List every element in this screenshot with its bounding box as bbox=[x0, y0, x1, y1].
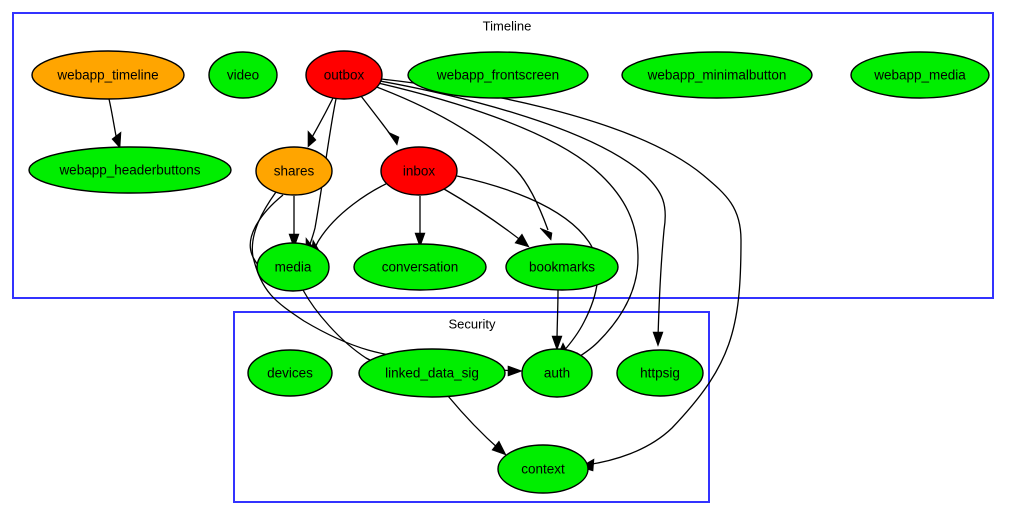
node-webapp_timeline[interactable]: webapp_timeline bbox=[31, 50, 185, 100]
node-shape-video[interactable] bbox=[208, 51, 278, 99]
node-shape-webapp_media[interactable] bbox=[850, 51, 990, 99]
edge-arrowhead bbox=[288, 233, 300, 249]
node-shape-conversation[interactable] bbox=[353, 243, 487, 291]
edge-arrowhead bbox=[307, 130, 317, 148]
edge-shares-to-media bbox=[288, 195, 300, 249]
node-inbox[interactable]: inbox bbox=[380, 146, 458, 196]
node-video[interactable]: video bbox=[208, 51, 278, 99]
edge-inbox-to-media bbox=[310, 180, 393, 256]
node-devices[interactable]: devices bbox=[247, 349, 333, 397]
edge-line bbox=[379, 80, 666, 339]
cluster-border-timeline bbox=[12, 12, 994, 299]
node-shape-webapp_frontscreen[interactable] bbox=[407, 51, 589, 99]
edge-outbox-to-shares bbox=[307, 97, 334, 148]
node-bookmarks[interactable]: bookmarks bbox=[505, 243, 619, 291]
node-shares[interactable]: shares bbox=[255, 146, 333, 196]
edge-line bbox=[380, 78, 742, 466]
edge-inbox-to-bookmarks bbox=[443, 188, 530, 248]
edge-outbox-to-auth bbox=[377, 82, 639, 368]
node-shape-shares[interactable] bbox=[255, 146, 333, 196]
node-outbox[interactable]: outbox bbox=[305, 50, 383, 100]
node-shape-inbox[interactable] bbox=[380, 146, 458, 196]
node-shape-linked_data_sig[interactable] bbox=[358, 348, 506, 398]
node-conversation[interactable]: conversation bbox=[353, 243, 487, 291]
node-webapp_frontscreen[interactable]: webapp_frontscreen bbox=[407, 51, 589, 99]
cluster-timeline: Timeline bbox=[12, 12, 994, 299]
node-shape-context[interactable] bbox=[497, 444, 589, 494]
edge-arrowhead bbox=[551, 335, 563, 351]
edge-webapp_timeline-to-webapp_headerbuttons bbox=[108, 98, 122, 149]
node-webapp_minimalbutton[interactable]: webapp_minimalbutton bbox=[621, 51, 813, 99]
nodes-layer: webapp_timeline video outbox webapp_frontsc… bbox=[28, 50, 990, 494]
node-media[interactable]: media bbox=[256, 242, 330, 292]
edge-arrowhead bbox=[491, 440, 507, 456]
edge-linked_data_sig-to-context bbox=[447, 395, 507, 456]
node-auth[interactable]: auth bbox=[521, 348, 593, 398]
edge-line bbox=[447, 395, 501, 451]
edge-bookmarks-to-auth bbox=[551, 289, 563, 351]
node-context[interactable]: context bbox=[497, 444, 589, 494]
edge-arrowhead bbox=[507, 365, 523, 377]
cluster-label-timeline: Timeline bbox=[483, 18, 532, 33]
edge-arrowhead bbox=[514, 233, 530, 248]
node-webapp_headerbuttons[interactable]: webapp_headerbuttons bbox=[28, 146, 232, 194]
edge-arrowhead bbox=[414, 232, 426, 248]
edge-line bbox=[310, 97, 334, 140]
node-shape-httpsig[interactable] bbox=[616, 349, 704, 397]
edge-line bbox=[443, 188, 524, 243]
cluster-label-security: Security bbox=[449, 316, 496, 331]
node-shape-outbox[interactable] bbox=[305, 50, 383, 100]
cluster-border-security bbox=[233, 311, 710, 503]
edge-line bbox=[108, 98, 118, 142]
edge-arrowhead bbox=[652, 331, 664, 347]
edge-line bbox=[360, 95, 394, 139]
edge-outbox-to-httpsig bbox=[379, 80, 666, 347]
node-shape-webapp_minimalbutton[interactable] bbox=[621, 51, 813, 99]
cluster-security: Security bbox=[233, 311, 710, 503]
node-shape-bookmarks[interactable] bbox=[505, 243, 619, 291]
node-webapp_media[interactable]: webapp_media bbox=[850, 51, 990, 99]
edge-line bbox=[313, 180, 393, 251]
node-shape-webapp_timeline[interactable] bbox=[31, 50, 185, 100]
edge-outbox-to-bookmarks bbox=[373, 85, 553, 241]
node-linked_data_sig[interactable]: linked_data_sig bbox=[358, 348, 506, 398]
node-shape-auth[interactable] bbox=[521, 348, 593, 398]
edge-arrowhead bbox=[111, 131, 122, 149]
edge-line bbox=[373, 85, 549, 231]
edge-inbox-to-conversation bbox=[414, 195, 426, 248]
edge-line bbox=[308, 98, 337, 248]
node-shape-devices[interactable] bbox=[247, 349, 333, 397]
edge-outbox-to-inbox bbox=[360, 95, 400, 146]
edge-line bbox=[377, 82, 639, 363]
node-shape-media[interactable] bbox=[256, 242, 330, 292]
node-httpsig[interactable]: httpsig bbox=[616, 349, 704, 397]
edge-arrowhead bbox=[387, 131, 400, 146]
node-shape-webapp_headerbuttons[interactable] bbox=[28, 146, 232, 194]
edge-arrowhead bbox=[539, 227, 553, 241]
